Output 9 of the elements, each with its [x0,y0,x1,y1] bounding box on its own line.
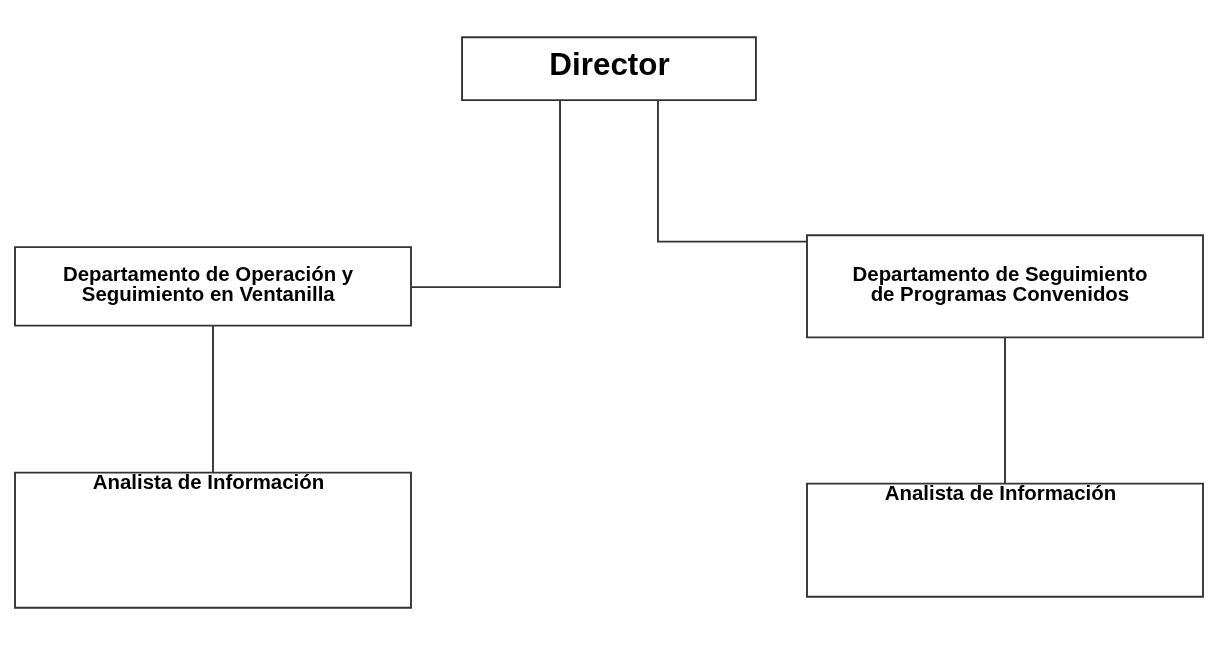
connector [410,99,561,289]
node-box: Departamento de Seguimiento de Programas Convenidos [806,234,1204,339]
connector [1004,336,1006,485]
node-box: Analista de Información [14,471,412,609]
connector [212,325,214,474]
connector [657,99,808,243]
node-box: Departamento de Operación y Seguimiento en Ventanilla [14,246,412,327]
node-box: Director [461,36,757,102]
node-box: Analista de Información [806,482,1204,598]
